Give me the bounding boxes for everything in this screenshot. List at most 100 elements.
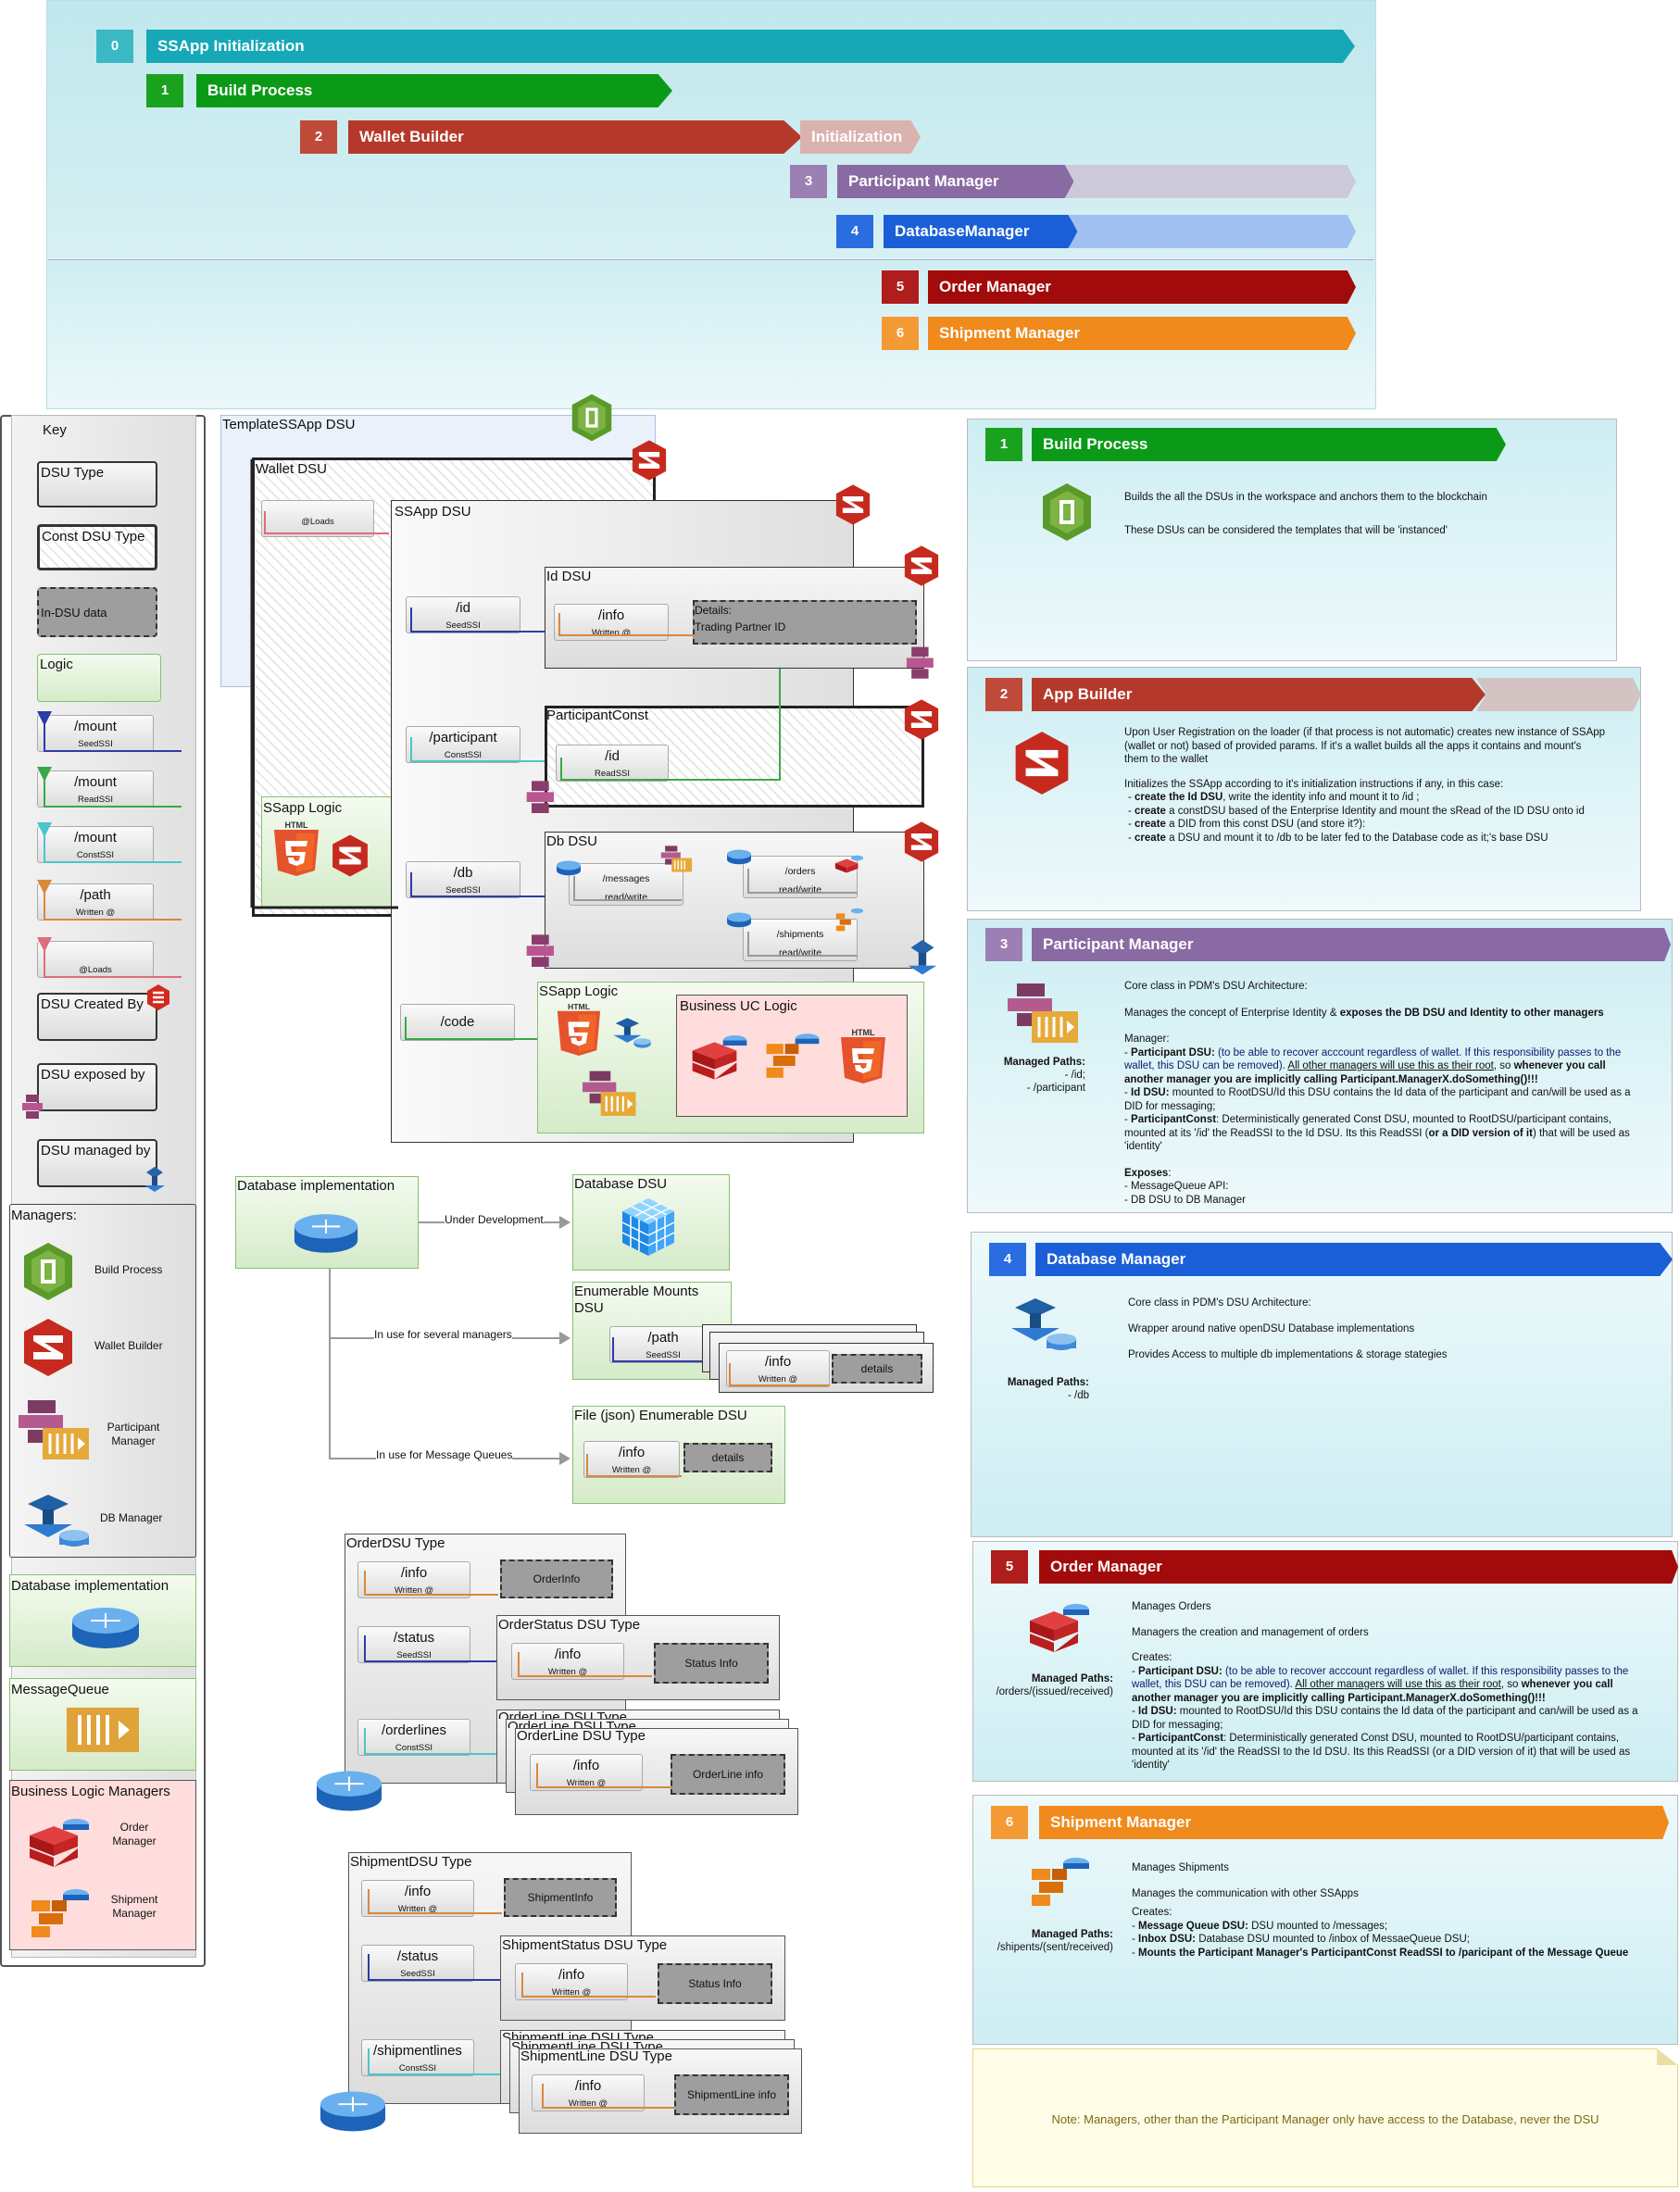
participant-const-title: ParticipantConst xyxy=(546,708,649,723)
managed-paths-label: Managed Paths: xyxy=(1031,1673,1113,1685)
t: : Deterministically generated Const DSU,… xyxy=(1132,1733,1631,1771)
db-dsu-title: Db DSU xyxy=(546,833,598,849)
key-manager-label: Wallet Builder xyxy=(94,1339,163,1352)
db-manager-icon xyxy=(908,940,937,975)
order-line-stack-title: OrderLine DSU Type xyxy=(498,1710,627,1719)
wallet-builder-icon xyxy=(332,834,368,877)
b: Id DSU: xyxy=(1131,1087,1170,1098)
key-in-dsu-label: In-DSU data xyxy=(41,606,107,620)
b: Mounts the Participant Manager's Partici… xyxy=(1138,1947,1629,1959)
file-details-text: details xyxy=(711,1451,745,1464)
b: ParticipantConst xyxy=(1131,1114,1217,1125)
wallet-builder-icon xyxy=(835,484,871,525)
several-managers-label: In use for several managers xyxy=(374,1328,512,1341)
under-development-label: Under Development xyxy=(445,1213,544,1226)
panel-number: 3 xyxy=(985,928,1022,961)
message-queues-label: In use for Message Queues xyxy=(376,1448,513,1461)
wallet-builder-icon xyxy=(904,545,939,586)
managed-path: - /db xyxy=(1067,1390,1089,1401)
order-line-data: OrderLine info xyxy=(671,1754,785,1795)
panel-desc: Manages Orders Managers the creation and… xyxy=(1132,1601,1638,1771)
panel-ribbon-tail xyxy=(1476,678,1641,711)
order-dsu-title: OrderDSU Type xyxy=(346,1535,445,1551)
key-managers-title: Managers: xyxy=(11,1208,77,1223)
t: - MessageQueue API: xyxy=(1124,1181,1229,1192)
db-manager-icon xyxy=(144,1167,165,1192)
order-line-text: OrderLine info xyxy=(692,1768,764,1781)
t: Manages the communication with other SSA… xyxy=(1132,1887,1359,1899)
panel-number: 5 xyxy=(991,1550,1028,1584)
key-exposed-by-label: DSU exposed by xyxy=(41,1067,145,1083)
panel-desc: Wrapper around native openDSU Database i… xyxy=(1128,1323,1415,1334)
t: Manages Orders xyxy=(1132,1601,1211,1612)
ssapp-dsu-title: SSApp DSU xyxy=(395,504,471,520)
template-ssapp-title: TemplateSSApp DSU xyxy=(222,417,356,432)
order-manager-icon xyxy=(1030,1604,1089,1652)
shipment-status-title: ShipmentStatus DSU Type xyxy=(502,1937,668,1953)
build-process-icon xyxy=(24,1243,72,1300)
svg-text:HTML: HTML xyxy=(285,820,308,830)
db-manager-icon xyxy=(1011,1298,1076,1350)
database-cube-icon xyxy=(621,1198,675,1256)
key-loads: @Loads xyxy=(37,941,154,978)
panel-desc: Core class in PDM's DSU Architecture: Ma… xyxy=(1124,980,1636,1207)
database-icon xyxy=(294,1214,358,1253)
panel-number: 6 xyxy=(991,1806,1028,1839)
t: - DB DSU to DB Manager xyxy=(1124,1194,1247,1206)
t: , so xyxy=(1493,1060,1514,1071)
shipment-status-data: Status Info xyxy=(658,1963,772,2004)
panel-number: 4 xyxy=(989,1243,1026,1276)
panel-ribbon-shipment: Shipment Manager xyxy=(1039,1806,1669,1839)
database-icon xyxy=(320,2091,386,2132)
shipment-dsu-title: ShipmentDSU Type xyxy=(350,1854,472,1870)
managed-path: /orders/(issued/received) xyxy=(996,1686,1113,1697)
wallet-builder-icon xyxy=(904,821,939,862)
panel-ribbon-database: Database Manager xyxy=(1035,1243,1673,1276)
step-ribbon-participant-manager: Participant Manager xyxy=(837,165,1074,198)
b: create xyxy=(1135,832,1166,844)
key-message-queue-label: MessageQueue xyxy=(11,1682,109,1697)
order-status-text: Status Info xyxy=(684,1657,738,1670)
order-manager-icon xyxy=(834,855,864,873)
shipment-line-data: ShipmentLine info xyxy=(674,2074,789,2115)
t: Manager: xyxy=(1124,1033,1170,1045)
html5-icon: HTML xyxy=(841,1028,885,1083)
step-number: 0 xyxy=(96,30,133,63)
database-icon xyxy=(557,860,581,876)
key-blm-label: Order Manager xyxy=(112,1821,157,1848)
step-ribbon-ssapp-init: SSApp Initialization xyxy=(146,30,1355,63)
step-number: 3 xyxy=(790,165,827,198)
shipment-info-text: ShipmentInfo xyxy=(527,1891,594,1904)
message-queue-icon xyxy=(67,1708,139,1752)
panel-desc-list: - create the Id DSU, write the identity … xyxy=(1128,792,1585,844)
participant-manager-icon xyxy=(526,781,554,813)
shipment-manager-icon xyxy=(31,1889,89,1937)
t: Managers the creation and management of … xyxy=(1132,1626,1369,1638)
build-process-icon xyxy=(571,394,612,442)
t: Manages the concept of Enterprise Identi… xyxy=(1124,1007,1340,1019)
b: exposes the DB DSU and Identity to other… xyxy=(1339,1007,1604,1019)
panel-desc: Core class in PDM's DSU Architecture: xyxy=(1128,1297,1311,1309)
panel-ribbon-app-builder: App Builder xyxy=(1032,678,1486,711)
managed-path: - /participant xyxy=(1026,1083,1085,1094)
shipment-status-text: Status Info xyxy=(688,1977,742,1990)
t: Manages Shipments xyxy=(1132,1862,1229,1873)
b: whenever you call another manager you ar… xyxy=(1124,1060,1606,1085)
managed-paths-label: Managed Paths: xyxy=(1031,1929,1113,1940)
key-logic-label: Logic xyxy=(40,657,73,672)
panel-number: 2 xyxy=(985,678,1022,711)
file-enumerable-title: File (json) Enumerable DSU xyxy=(574,1408,747,1423)
t: (to be able to recover acccount regardle… xyxy=(1124,1046,1622,1072)
shipment-manager-icon xyxy=(1032,1858,1089,1906)
step-ribbon-tail xyxy=(1069,215,1356,248)
panel-desc: These DSUs can be considered the templat… xyxy=(1124,525,1448,536)
key-blm-label: Shipment Manager xyxy=(110,1893,158,1920)
wallet-dsu-title: Wallet DSU xyxy=(256,461,327,477)
